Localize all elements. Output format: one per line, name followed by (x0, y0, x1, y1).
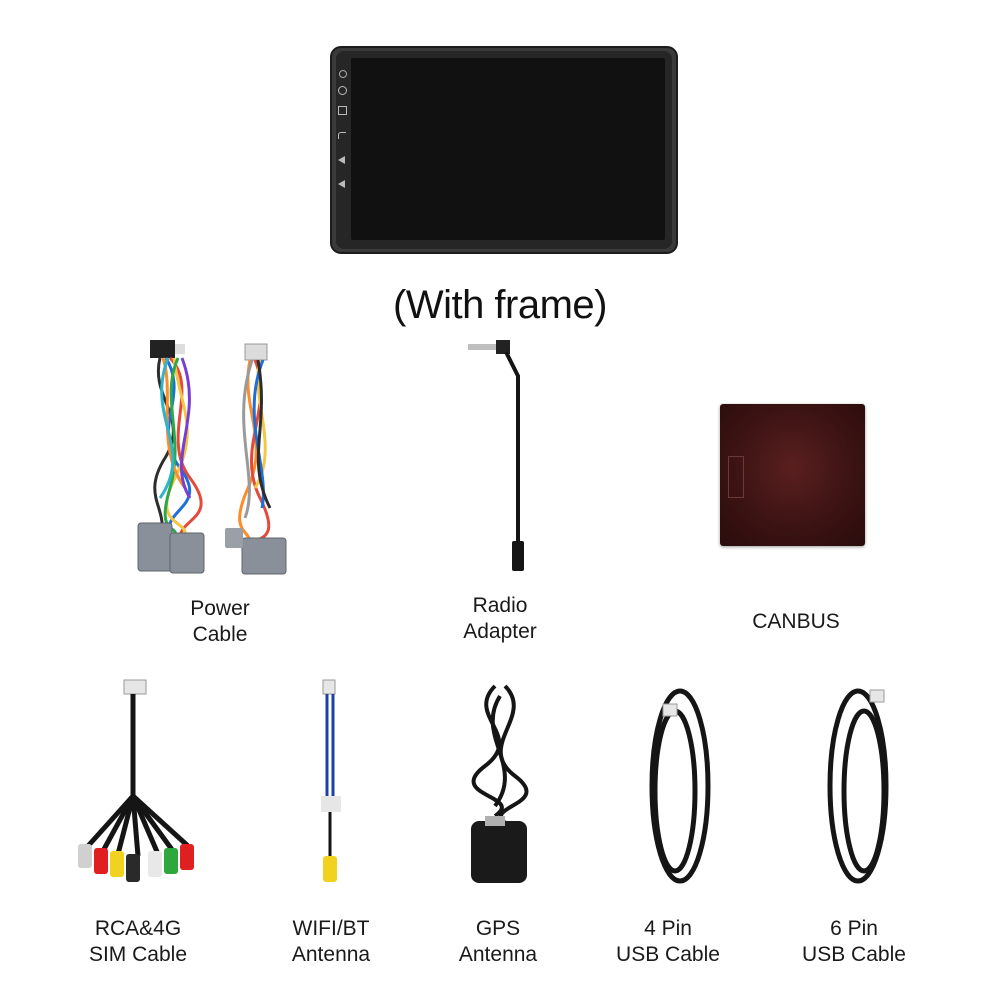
usb-6pin-cable-image (827, 688, 889, 884)
caption-power-cable: Power Cable (190, 597, 250, 646)
volume-down-icon (338, 180, 345, 188)
home-icon (338, 106, 347, 115)
head-unit-svg (330, 46, 678, 254)
head-unit (330, 46, 678, 254)
head-unit-screen (351, 58, 665, 240)
frame-label: (With frame) (393, 283, 608, 327)
power-cable-image (137, 340, 287, 575)
caption-usb-4pin-cable: 4 Pin USB Cable (616, 917, 720, 966)
wifi-bt-antenna-image (321, 679, 341, 882)
canbus-box (720, 404, 865, 546)
back-icon (338, 132, 346, 139)
rca-sim-cable-image (78, 679, 194, 882)
caption-usb-6pin-cable: 6 Pin USB Cable (802, 917, 906, 966)
gps-antenna-image (471, 684, 529, 883)
volume-up-icon (338, 156, 345, 164)
radio-adapter-image (468, 340, 524, 571)
mic-icon (339, 70, 347, 78)
caption-radio-adapter: Radio Adapter (463, 594, 537, 643)
caption-wifi-bt-antenna: WIFI/BT Antenna (291, 917, 371, 966)
canbus-port (728, 456, 744, 498)
power-icon (338, 86, 347, 95)
caption-rca-sim-cable: RCA&4G SIM Cable (88, 917, 188, 966)
usb-4pin-cable-image (649, 688, 711, 884)
caption-gps-antenna: GPS Antenna (458, 917, 538, 966)
caption-canbus: CANBUS (752, 610, 840, 633)
